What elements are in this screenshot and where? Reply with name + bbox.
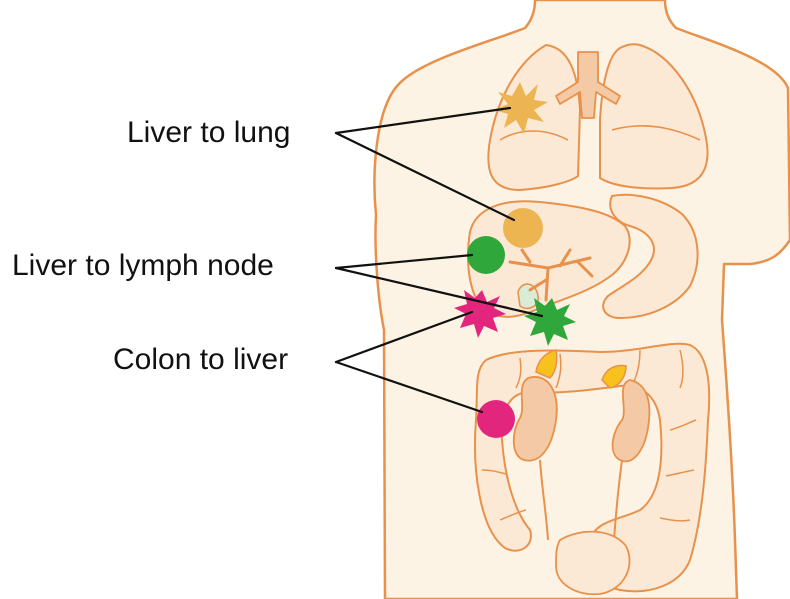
liver-tumor-circle: [503, 208, 543, 248]
label-liver-to-lung: Liver to lung: [127, 118, 290, 148]
bladder: [556, 532, 630, 595]
colon-tumor-circle: [477, 400, 515, 438]
label-liver-to-lymph-node: Liver to lymph node: [12, 251, 274, 281]
label-colon-to-liver: Colon to liver: [113, 345, 288, 375]
